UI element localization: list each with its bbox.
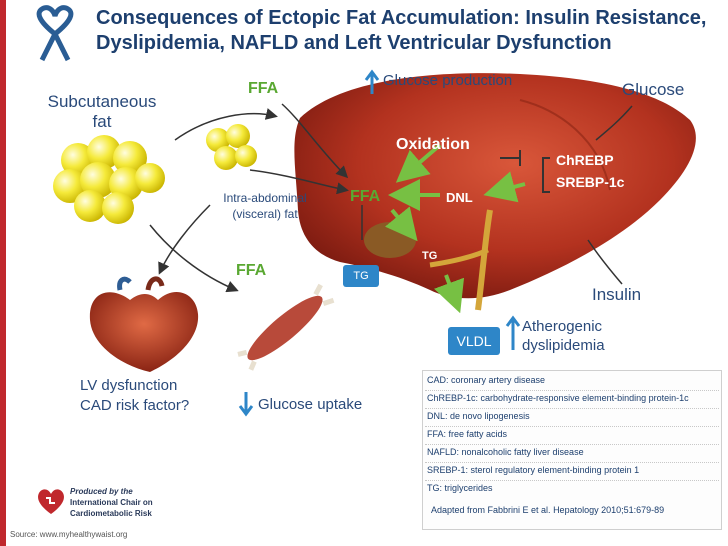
tg-box: TG (343, 265, 379, 287)
atherogenic-label: Atherogenic dyslipidemia (522, 317, 605, 355)
glossary-item: FFA: free fatty acids (427, 429, 508, 439)
glossary-item: TG: triglycerides (427, 483, 493, 493)
title-line-1: Consequences of Ectopic Fat Accumulation… (96, 7, 707, 29)
slide-title: Consequences of Ectopic Fat Accumulation… (96, 6, 724, 56)
glucose-label: Glucose (622, 80, 685, 99)
dnl-label: DNL (446, 190, 473, 205)
logo-line3: Cardiometabolic Risk (70, 509, 152, 518)
insulin-label: Insulin (592, 285, 642, 304)
intra-abdominal-line2: (visceral) fat (232, 207, 298, 221)
ribbon-icon (36, 5, 74, 62)
ffa-top-label: FFA (248, 80, 279, 97)
title-line-2: Dyslipidemia, NAFLD and Left Ventricular… (96, 32, 612, 54)
source-note: Source: www.myhealthywaist.org (10, 530, 128, 539)
subcutaneous-fat-cluster (53, 135, 165, 224)
tg-liver-label: TG (422, 250, 438, 262)
glucose-production-up-arrow (364, 69, 380, 94)
subcutaneous-label-line1: Subcutaneous (47, 92, 157, 111)
intra-abdominal-label: Intra-abdominal (visceral) fat (212, 190, 318, 222)
subcutaneous-label: Subcutaneous fat (36, 92, 168, 132)
lv-dysfunction-label: LV dysfunction CAD risk factor? (80, 376, 189, 416)
glossary-item: ChREBP-1c: carbohydrate-responsive eleme… (427, 393, 689, 403)
glossary-item: NAFLD: nonalcoholic fatty liver disease (427, 447, 584, 457)
muscle-illustration (237, 283, 335, 371)
atherogenic-line1: Atherogenic (522, 318, 603, 335)
glossary-item: CAD: coronary artery disease (427, 375, 546, 385)
left-stripe (0, 0, 6, 546)
oxidation-label: Oxidation (396, 136, 470, 153)
glossary-item: DNL: de novo lipogenesis (427, 411, 530, 421)
ffa-liver-label: FFA (350, 188, 381, 205)
atherogenic-line2: dyslipidemia (522, 337, 605, 354)
citation: Adapted from Fabbrini E et al. Hepatolog… (431, 505, 665, 515)
glossary-item: SREBP-1: sterol regulatory element-bindi… (427, 465, 640, 475)
glossary-box: CAD: coronary artery disease ChREBP-1c: … (422, 370, 722, 530)
lv-line2: CAD risk factor? (80, 397, 190, 414)
lv-line1: LV dysfunction (80, 377, 178, 394)
ffa-mid-label: FFA (236, 262, 267, 279)
subcutaneous-label-line2: fat (92, 112, 112, 131)
visceral-fat-cluster (206, 124, 257, 170)
heart-illustration (89, 276, 199, 372)
logo-line1: Produced by the (70, 487, 133, 496)
intra-abdominal-line1: Intra-abdominal (223, 191, 307, 205)
srebp-label: SREBP-1c (556, 174, 625, 190)
heart-logo-icon (38, 489, 64, 514)
glucose-uptake-label: Glucose uptake (258, 396, 363, 413)
vldl-box: VLDL (448, 327, 500, 355)
atherogenic-up-arrow (505, 315, 521, 350)
logo-line2: International Chair on (70, 498, 153, 507)
chrebp-label: ChREBP (556, 152, 614, 168)
logo-text: Produced by the International Chair on C… (70, 486, 153, 519)
glucose-production-label: Glucose production (383, 72, 513, 89)
glucose-uptake-down-arrow (238, 392, 254, 417)
